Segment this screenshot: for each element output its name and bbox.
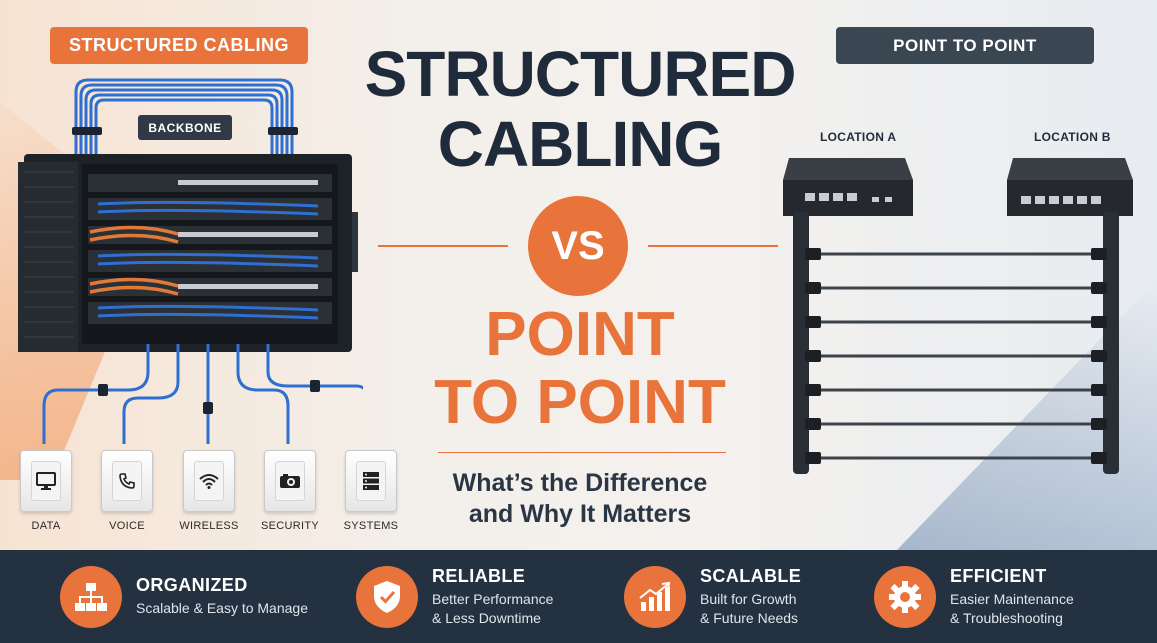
feature-reliable: RELIABLE Better Performance& Less Downti… [356, 550, 553, 643]
feature-title: RELIABLE [432, 566, 526, 587]
outlet-security [264, 450, 316, 512]
vs-divider-right [648, 245, 778, 247]
camera-icon [280, 474, 300, 488]
network-rack-illustration [18, 78, 363, 444]
subtitle-divider [438, 452, 726, 453]
backbone-label: BACKBONE [138, 115, 232, 140]
outlet-label-security: SECURITY [260, 520, 320, 532]
outlet-systems [345, 450, 397, 512]
title-line-cabling: CABLING [437, 108, 724, 180]
feature-desc: Better Performance& Less Downtime [432, 591, 554, 626]
structured-cabling-badge: STRUCTURED CABLING [50, 27, 308, 64]
feature-desc: Easier Maintenance& Troubleshooting [950, 591, 1074, 626]
title-line-structured: STRUCTURED [364, 38, 797, 110]
feature-efficient: EFFICIENT Easier Maintenance& Troublesho… [874, 550, 1074, 643]
growth-chart-icon [639, 581, 671, 611]
feature-scalable: SCALABLE Built for Growth& Future Needs [624, 550, 801, 643]
vs-divider-left [378, 245, 508, 247]
outlet-data [20, 450, 72, 512]
feature-organized: ORGANIZED Scalable & Easy to Manage [60, 550, 308, 643]
title-line-point: POINT [485, 300, 675, 369]
title-line-to-point: TO POINT [434, 368, 726, 437]
outlet-label-wireless: WIRELESS [179, 520, 239, 532]
hierarchy-icon [75, 582, 107, 611]
vs-badge: VS [528, 196, 628, 296]
outlet-voice [101, 450, 153, 512]
outlet-wireless [183, 450, 235, 512]
wifi-icon [199, 474, 219, 489]
location-b-label: LOCATION B [1034, 130, 1111, 144]
outlet-label-voice: VOICE [109, 520, 145, 532]
subtitle-line-1: What’s the Difference [452, 469, 708, 497]
location-a-label: LOCATION A [820, 130, 897, 144]
point-to-point-illustration [783, 158, 1133, 474]
wall-outlets: DATA VOICE WIRELESS SECURITY SYSTEMS [20, 450, 400, 540]
feature-desc: Built for Growth& Future Needs [700, 591, 799, 626]
point-to-point-badge: POINT TO POINT [836, 27, 1094, 64]
feature-title: EFFICIENT [950, 566, 1047, 587]
features-bar: ORGANIZED Scalable & Easy to Manage RELI… [0, 550, 1157, 643]
monitor-icon [36, 472, 56, 490]
shield-check-icon [374, 580, 400, 613]
outlet-label-data: DATA [31, 520, 61, 532]
server-icon [363, 472, 379, 490]
feature-title: SCALABLE [700, 566, 802, 587]
phone-icon [119, 473, 135, 489]
feature-desc: Scalable & Easy to Manage [136, 600, 308, 617]
subtitle-line-2: and Why It Matters [468, 500, 692, 528]
outlet-label-systems: SYSTEMS [343, 520, 399, 532]
feature-title: ORGANIZED [136, 575, 248, 596]
gear-icon [889, 580, 921, 613]
